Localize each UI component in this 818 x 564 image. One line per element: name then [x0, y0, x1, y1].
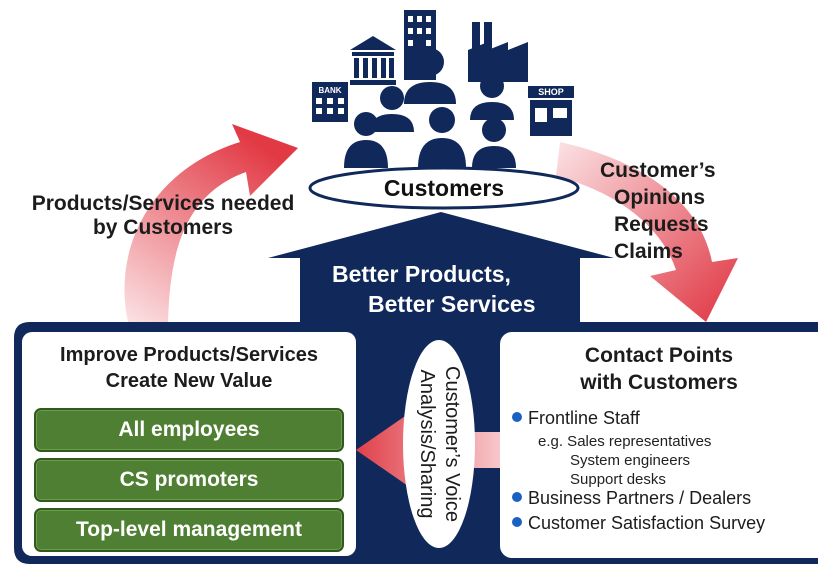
customer-voice-text: Customer’s Voice Analysis/Sharing [414, 344, 464, 544]
bank-icon [312, 82, 348, 122]
improve-title-line: Improve Products/Services [60, 344, 318, 366]
bullet-text: Business Partners / Dealers [528, 488, 752, 508]
person-icon [370, 86, 414, 132]
improve-panel-title: Improve Products/Services Create New Val… [22, 342, 356, 394]
person-icon [404, 48, 456, 104]
person-icon [470, 70, 514, 120]
opinions-line: Requests [614, 213, 709, 236]
left-curved-arrow [124, 124, 298, 322]
bullet-frontline-staff: Frontline Staff [512, 408, 640, 429]
customer-icons [312, 10, 574, 168]
products-needed-text: Products/Services needed by Customers [31, 192, 295, 240]
customers-oval [308, 166, 580, 210]
better-products-line: Better Products, [332, 261, 511, 287]
shop-icon [528, 86, 574, 136]
improve-title-line: Create New Value [105, 370, 273, 392]
voice-line: Customer’s Voice [441, 366, 463, 522]
opinions-line: Customer’s [600, 159, 716, 182]
person-icon [344, 112, 388, 168]
center-up-arrow [268, 212, 614, 322]
right-curved-arrow [556, 142, 738, 322]
bullet-dot-icon [512, 492, 522, 503]
bank-sign-text: BANK [318, 86, 341, 95]
voice-oval [403, 340, 475, 548]
example-line: System engineers [570, 452, 691, 469]
example-line: Support desks [570, 471, 666, 488]
opinions-line: Opinions [614, 186, 705, 209]
all-employees-box: All employees [34, 408, 344, 452]
top-level-management-box: Top-level management [34, 508, 344, 552]
improve-products-panel: Improve Products/Services Create New Val… [22, 332, 356, 556]
bullet-dot-icon [512, 412, 522, 423]
bullet-text: Customer Satisfaction Survey [528, 513, 766, 533]
opinions-line: Claims [614, 240, 683, 263]
person-icon [418, 107, 466, 168]
bullet-business-partners: Business Partners / Dealers [512, 488, 751, 509]
government-building-icon [350, 36, 396, 85]
shop-sign-text: SHOP [538, 87, 564, 97]
voice-line: Analysis/Sharing [416, 369, 438, 519]
better-services-line: Better Services [368, 291, 536, 317]
bullet-text: Frontline Staff [528, 408, 640, 428]
person-icon [472, 118, 516, 168]
bullet-dot-icon [512, 517, 522, 528]
example-line: e.g. Sales representatives [538, 433, 712, 450]
cs-promoters-box: CS promoters [34, 458, 344, 502]
contact-title-line: Contact Points [584, 344, 734, 367]
contact-points-title: Contact Points with Customers [500, 342, 818, 396]
contact-title-line: with Customers [580, 371, 738, 394]
customer-opinions-text: Customer’s Opinions Requests Claims [600, 157, 750, 265]
contact-points-panel: Contact Points with Customers Frontline … [500, 332, 818, 558]
customers-label: Customers [383, 175, 505, 201]
better-products-text: Better Products, Better Services [300, 259, 580, 319]
bullet-satisfaction-survey: Customer Satisfaction Survey [512, 513, 765, 534]
